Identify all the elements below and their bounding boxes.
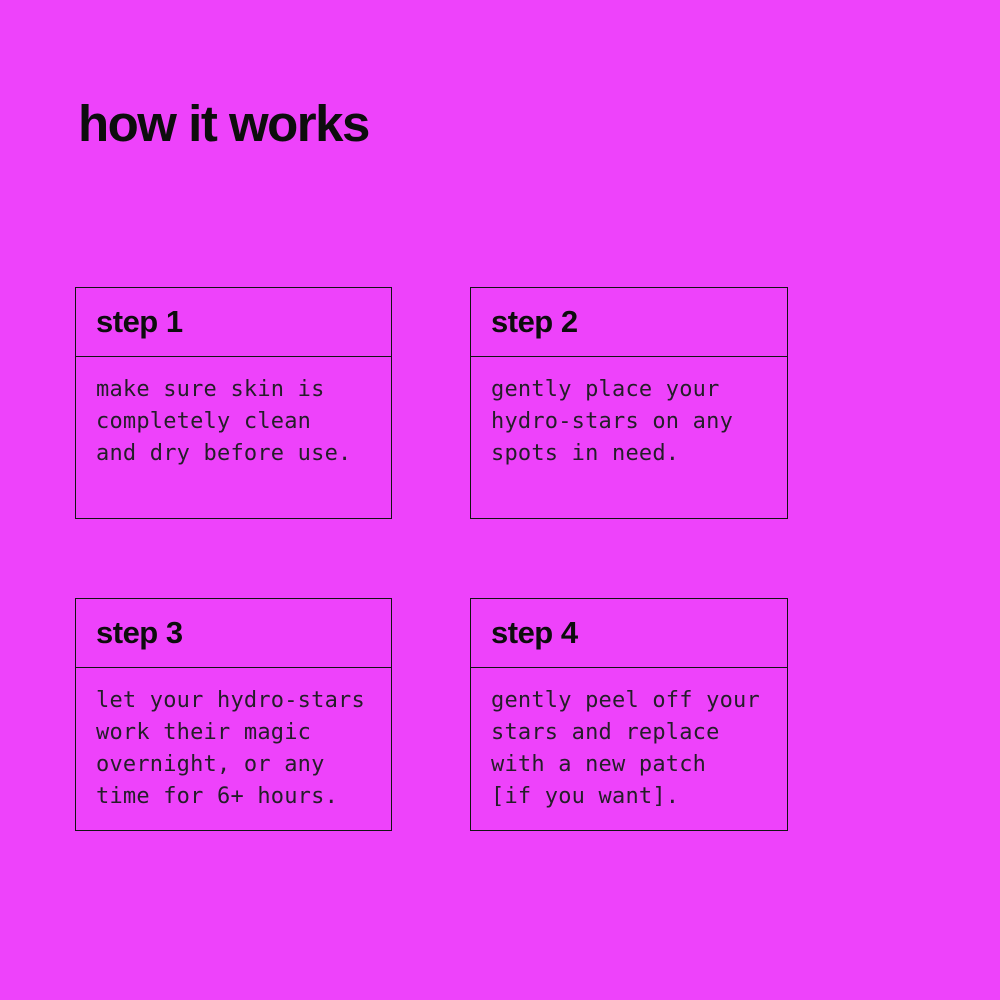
step-4-label: step 4 (491, 615, 578, 650)
step-card-1: step 1 make sure skin is completely clea… (75, 287, 392, 519)
step-4-description: gently peel off your stars and replace w… (491, 688, 760, 809)
step-2-label: step 2 (491, 304, 578, 339)
step-3-label: step 3 (96, 615, 183, 650)
step-3-description: let your hydro-stars work their magic ov… (96, 688, 365, 809)
step-card-4-body: gently peel off your stars and replace w… (471, 668, 787, 813)
step-card-1-body: make sure skin is completely clean and d… (76, 357, 391, 470)
step-1-description: make sure skin is completely clean and d… (96, 377, 352, 466)
step-card-2-body: gently place your hydro-stars on any spo… (471, 357, 787, 470)
step-card-1-header: step 1 (76, 288, 391, 357)
step-2-description: gently place your hydro-stars on any spo… (491, 377, 734, 466)
step-card-2-header: step 2 (471, 288, 787, 357)
step-card-3-header: step 3 (76, 599, 391, 668)
step-card-3-body: let your hydro-stars work their magic ov… (76, 668, 391, 813)
step-1-label: step 1 (96, 304, 183, 339)
step-card-4-header: step 4 (471, 599, 787, 668)
page-title: how it works (78, 95, 370, 152)
step-card-3: step 3 let your hydro-stars work their m… (75, 598, 392, 831)
step-card-2: step 2 gently place your hydro-stars on … (470, 287, 788, 519)
step-card-4: step 4 gently peel off your stars and re… (470, 598, 788, 831)
